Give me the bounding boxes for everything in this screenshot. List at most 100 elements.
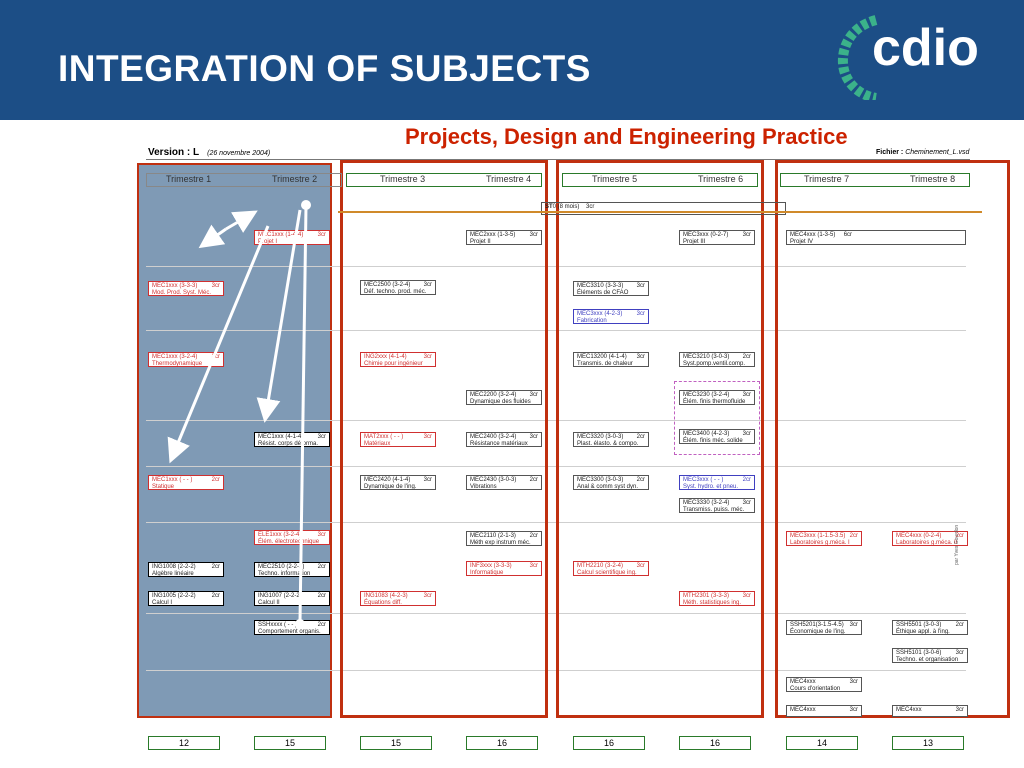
- course-credits: 2cr: [955, 622, 964, 628]
- course-title: Élém. électrotechnique: [258, 539, 320, 545]
- arrow-right-up: [225, 210, 258, 233]
- course-title: Techno. information: [258, 571, 311, 577]
- course-credits: 2cr: [955, 533, 964, 539]
- course-title: Économique de l'ing.: [790, 629, 846, 635]
- year3-frame: [556, 160, 764, 718]
- course-code: MEC3300 (3-0-3): [577, 477, 624, 483]
- course-title: Comportement organis.: [258, 629, 321, 635]
- course-credits: 2cr: [636, 434, 645, 440]
- course-credits: 3cr: [529, 434, 538, 440]
- course-title: Élém. finis thermofluide: [683, 399, 746, 405]
- course-credits: 3cr: [211, 283, 220, 289]
- course-credits: 3cr: [849, 679, 858, 685]
- course-title: Méth exp instrum méc.: [470, 540, 531, 546]
- course-code: INF3xxx (3-3-3): [470, 563, 512, 569]
- course-credits: 3cr: [529, 232, 538, 238]
- course-code: MEC1xxx (1-4-4): [258, 232, 304, 238]
- version-label: Version : L(26 novembre 2004): [148, 147, 270, 158]
- course-code: MEC3xxx ( - - ): [683, 477, 724, 483]
- cdio-logo: cdio: [836, 14, 986, 104]
- course-credits: 2cr: [529, 533, 538, 539]
- course-title: Thermodynamique: [152, 361, 203, 367]
- dashed-group: [674, 381, 760, 455]
- credit-total-t2: 15: [254, 736, 326, 750]
- trimester-7-header: Trimestre 7: [804, 174, 850, 184]
- course-title: Éléments de CFAO: [577, 290, 629, 296]
- course-title: Dynamique des fluides: [470, 399, 531, 405]
- course-credits: 3cr: [211, 354, 220, 360]
- header-box-year2: [346, 173, 542, 187]
- course-code: MEC1xxx ( - - ): [152, 477, 193, 483]
- course-title: Statique: [152, 484, 175, 490]
- course-credits: 3cr: [636, 311, 645, 317]
- course-credits: 2cr: [211, 564, 220, 570]
- course-title: Syst.pomp.ventil.comp.: [683, 361, 746, 367]
- internship-credits: 3cr: [586, 204, 595, 210]
- credit-total-t3: 15: [360, 736, 432, 750]
- course-code: MEC4xxx: [790, 707, 816, 713]
- logo-text: cdio: [872, 19, 979, 77]
- course-code: ELE1xxx (3-2-4): [258, 532, 302, 538]
- course-title: Élém. finis méc. solide: [683, 438, 743, 444]
- course-code: MEC3330 (3-2-4): [683, 500, 730, 506]
- course-credits: 3cr: [423, 477, 432, 483]
- course-title: Chimie pour ingénieur: [364, 361, 423, 367]
- course-title: Projet I: [258, 239, 278, 245]
- credit-total-t1: 12: [148, 736, 220, 750]
- internship-line: [338, 211, 982, 213]
- course-title: Techno. et organisation: [896, 657, 959, 663]
- course-code: MEC4xxx: [790, 679, 816, 685]
- course-title: Informatique: [470, 570, 504, 576]
- course-code: MEC1xxx (3-2-4): [152, 354, 198, 360]
- page-title: INTEGRATION OF SUBJECTS: [58, 48, 591, 89]
- course-credits: 3cr: [529, 392, 538, 398]
- course-code: MEC3320 (3-0-3): [577, 434, 624, 440]
- course-title: Calcul II: [258, 600, 280, 606]
- version-date: (26 novembre 2004): [207, 150, 271, 157]
- course-credits: 3cr: [742, 431, 751, 437]
- course-code: MEC3400 (4-2-3): [683, 431, 730, 437]
- course-title: Transmis. de chaleur: [577, 361, 633, 367]
- credit-total-t8: 13: [892, 736, 964, 750]
- course-title: Résist. corps déforma.: [258, 441, 319, 447]
- course-code: ING2xxx (4-1-4): [364, 354, 407, 360]
- arrow-end-dot: [295, 619, 305, 629]
- credit-total-t4: 16: [466, 736, 538, 750]
- credit-total-t5: 16: [573, 736, 645, 750]
- course-title: Résistance matériaux: [470, 441, 528, 447]
- course-credits: 3cr: [529, 563, 538, 569]
- course-credits: 2cr: [317, 564, 326, 570]
- arrow-vertical-line: [298, 205, 308, 623]
- course-title: Éthique appl. à l'ing.: [896, 629, 950, 635]
- course-title: Fabrication: [577, 318, 607, 324]
- header-box-year1: [146, 173, 342, 187]
- course-credits: 2cr: [742, 477, 751, 483]
- course-credits: 3cr: [317, 532, 326, 538]
- course-credits: 2cr: [742, 354, 751, 360]
- course-credits: 2cr: [849, 533, 858, 539]
